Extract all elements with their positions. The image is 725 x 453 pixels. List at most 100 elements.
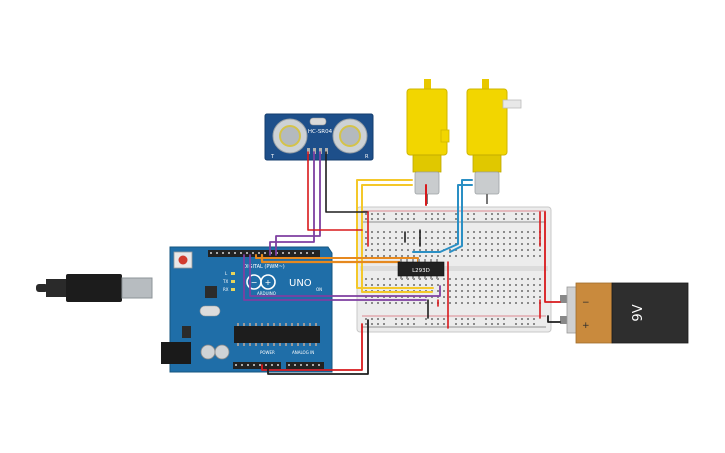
breadboard-hole [503, 296, 505, 298]
chip-leg [315, 323, 317, 326]
breadboard-hole [449, 278, 451, 280]
breadboard-hole [377, 237, 379, 239]
chip-leg [418, 276, 420, 279]
breadboard-hole [437, 249, 439, 251]
breadboard-hole [491, 255, 493, 257]
breadboard-hole [485, 302, 487, 304]
wire-purple [243, 254, 427, 301]
breadboard-hole [431, 213, 433, 215]
breadboard-hole [467, 278, 469, 280]
breadboard-hole [449, 284, 451, 286]
header-pin [234, 252, 236, 254]
breadboard-hole [479, 296, 481, 298]
breadboard-hole [407, 296, 409, 298]
chip-leg [430, 259, 432, 262]
svg-text:+: + [265, 278, 272, 287]
l293d-chip: L293D [397, 259, 445, 279]
breadboard-hole [383, 255, 385, 257]
header-pin [222, 252, 224, 254]
breadboard-hole [521, 243, 523, 245]
wire-red [261, 323, 363, 371]
breadboard-hole [497, 290, 499, 292]
breadboard-hole [509, 237, 511, 239]
sensor-pin [307, 148, 310, 154]
breadboard-hole [449, 255, 451, 257]
breadboard-hole [515, 213, 517, 215]
breadboard-hole [467, 218, 469, 220]
breadboard-hole [443, 290, 445, 292]
atmega-chip [234, 326, 320, 343]
wire-red [544, 211, 561, 303]
breadboard-hole [533, 218, 535, 220]
breadboard-hole [485, 249, 487, 251]
breadboard-hole [515, 255, 517, 257]
breadboard-hole [437, 290, 439, 292]
breadboard-hole [389, 243, 391, 245]
breadboard-hole [497, 255, 499, 257]
chip-leg [436, 276, 438, 279]
breadboard-hole [491, 302, 493, 304]
breadboard-hole [371, 243, 373, 245]
breadboard-hole [485, 284, 487, 286]
breadboard-hole [407, 302, 409, 304]
breadboard-hole [413, 249, 415, 251]
breadboard-hole [455, 323, 457, 325]
breadboard-hole [521, 218, 523, 220]
breadboard-hole [371, 218, 373, 220]
breadboard-hole [473, 231, 475, 233]
breadboard-hole [503, 249, 505, 251]
breadboard-hole [389, 237, 391, 239]
breadboard-hole [515, 278, 517, 280]
breadboard-hole [455, 290, 457, 292]
breadboard-hole [401, 237, 403, 239]
wire-purple [269, 151, 315, 256]
sensor-pin [319, 148, 322, 154]
chip-leg [237, 343, 239, 346]
breadboard-hole [371, 323, 373, 325]
breadboard-hole [515, 243, 517, 245]
breadboard-hole [443, 237, 445, 239]
breadboard-hole [503, 284, 505, 286]
breadboard-hole [509, 249, 511, 251]
breadboard-hole [497, 323, 499, 325]
breadboard-hole [497, 231, 499, 233]
breadboard-hole [479, 231, 481, 233]
breadboard-hole [527, 290, 529, 292]
breadboard-hole [521, 318, 523, 320]
breadboard-hole [503, 318, 505, 320]
breadboard-hole [401, 323, 403, 325]
rx-label: RX [223, 287, 229, 292]
wire-purple [275, 151, 321, 256]
breadboard-hole [533, 237, 535, 239]
breadboard-hole [389, 302, 391, 304]
reset-button-cap[interactable] [178, 255, 188, 265]
chip-leg [436, 259, 438, 262]
breadboard-hole [509, 255, 511, 257]
breadboard-hole [419, 302, 421, 304]
analog-label: ANALOG IN [292, 350, 314, 355]
breadboard-hole [437, 231, 439, 233]
breadboard-hole [455, 302, 457, 304]
breadboard-hole [509, 284, 511, 286]
arduino-uno: DIGITAL (PWM~) − + UNO ARDUINO TX RX L O… [36, 246, 333, 373]
breadboard-hole [389, 284, 391, 286]
chip-leg [261, 343, 263, 346]
breadboard-hole [461, 255, 463, 257]
breadboard-hole [431, 249, 433, 251]
breadboard-hole [533, 290, 535, 292]
breadboard-hole [413, 218, 415, 220]
capacitor [200, 344, 216, 360]
sensor-model: HC-SR04 [308, 129, 333, 135]
breadboard-hole [503, 243, 505, 245]
breadboard-hole [419, 296, 421, 298]
breadboard-hole [401, 213, 403, 215]
breadboard-hole [485, 290, 487, 292]
ultrasonic-sensor: HC-SR04 T R [264, 113, 374, 161]
breadboard-hole [395, 302, 397, 304]
breadboard-hole [497, 213, 499, 215]
header-pin [288, 252, 290, 254]
breadboard-hole [407, 249, 409, 251]
chip-leg [291, 323, 293, 326]
breadboard-hole [431, 323, 433, 325]
breadboard-hole [497, 237, 499, 239]
